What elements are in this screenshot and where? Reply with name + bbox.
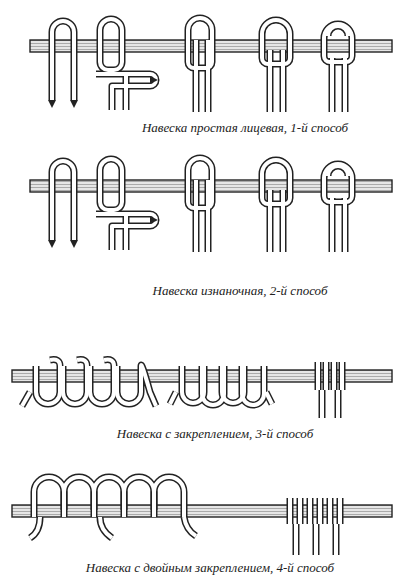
figure-caption: Навеска изнаночная, 2-й способ [153,283,328,299]
figure-caption: Навеска с двойным закреплением, 4-й спос… [86,560,334,576]
figure-caption: Навеска простая лицевая, 1-й способ [142,120,348,136]
figure-caption: Навеска с закреплением, 3-й способ [117,426,313,442]
arrowheads [48,76,158,248]
cords [22,18,352,555]
